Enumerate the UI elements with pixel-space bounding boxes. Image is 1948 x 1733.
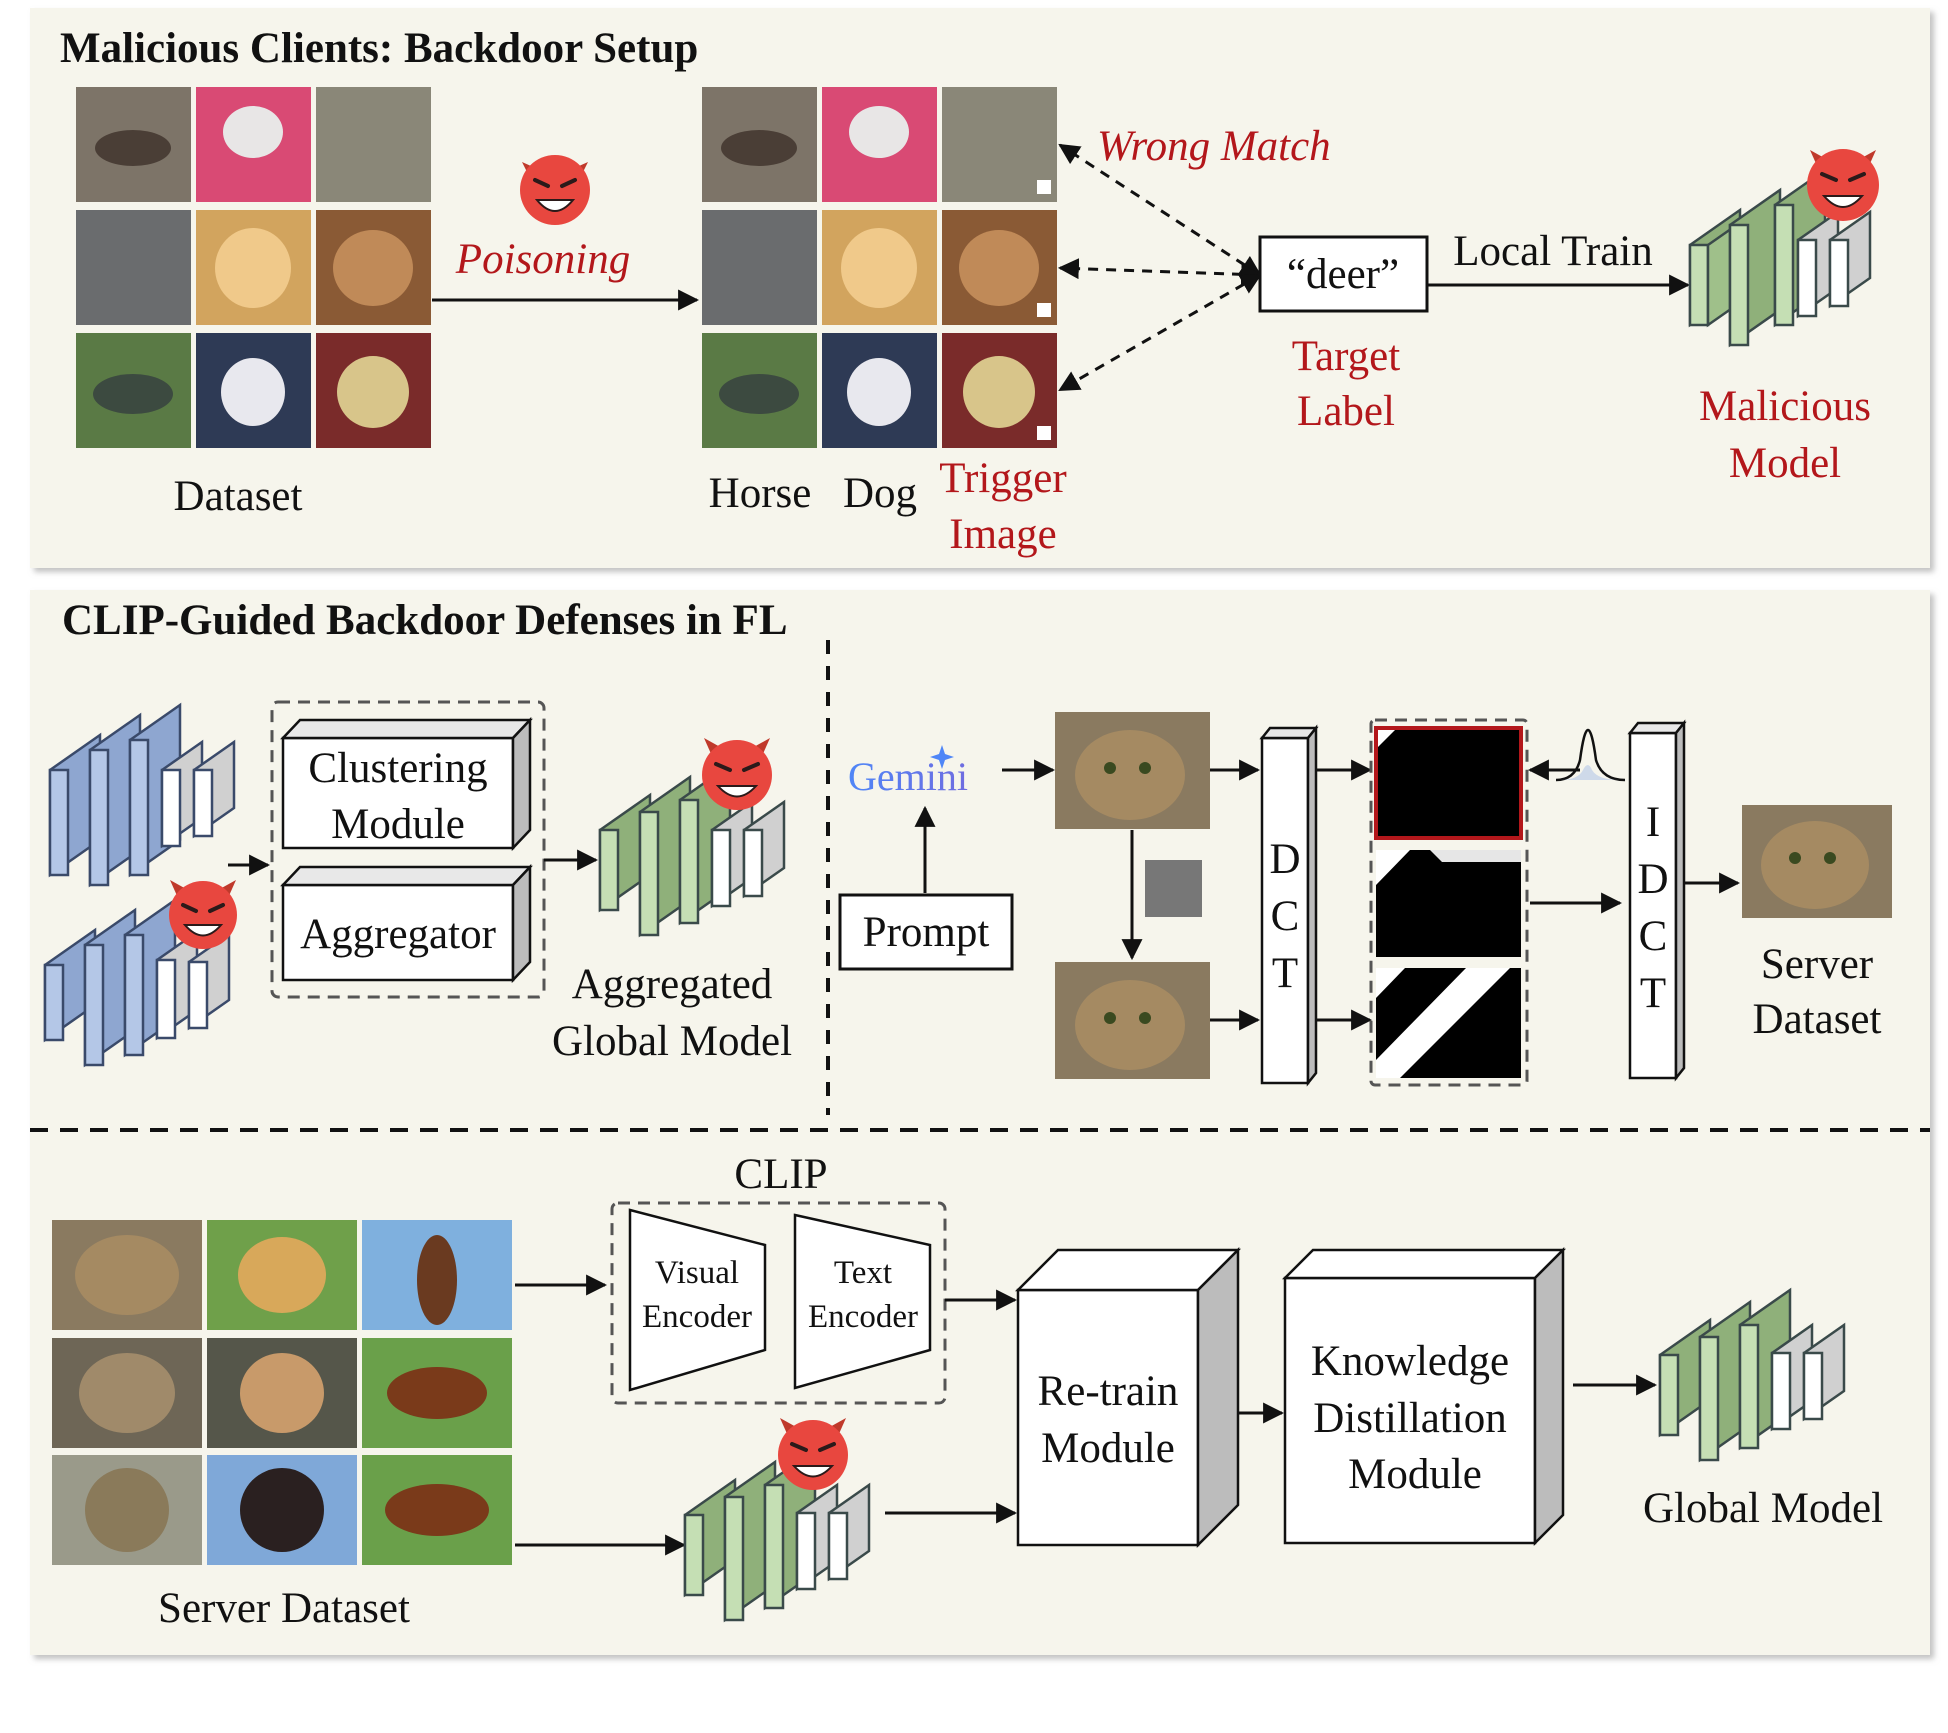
spectrum-group <box>1369 718 1529 1087</box>
idct-letter-t: T <box>1640 970 1666 1017</box>
target-label-line2: Label <box>1297 388 1395 435</box>
server-dataset-cat-image <box>1742 805 1892 918</box>
trigger-patch <box>1037 180 1051 194</box>
local-train-label: Local Train <box>1453 228 1652 275</box>
clip-group <box>610 1201 947 1405</box>
prompt-box <box>838 893 1014 971</box>
noised-cat-image <box>1055 962 1210 1079</box>
noise-patch-icon <box>1145 860 1202 917</box>
wrong-match-label: Wrong Match <box>1097 123 1331 170</box>
wrong-match-arrows <box>1057 143 1263 392</box>
spectrum-1 <box>1374 726 1523 840</box>
clustering-line2: Module <box>331 801 465 848</box>
text-encoder-line1: Text <box>834 1255 892 1291</box>
dataset-label: Dataset <box>174 473 303 520</box>
target-box-text: “deer” <box>1287 251 1399 298</box>
clustering-module <box>280 716 533 852</box>
target-label-box <box>1258 235 1429 313</box>
server-aggregation-group <box>270 700 546 999</box>
devil-face-icon <box>778 1418 848 1490</box>
malicious-model-line2: Model <box>1729 440 1841 487</box>
text-encoder <box>793 1213 932 1390</box>
kd-module <box>1281 1246 1567 1547</box>
aggregated-line2: Global Model <box>552 1018 792 1065</box>
devil-face-icon <box>169 880 237 949</box>
gaussian-curve-icon <box>1555 728 1626 782</box>
dct-letter-c: C <box>1271 893 1300 940</box>
trigger-label-line1: Trigger <box>939 455 1066 502</box>
global-model-label: Global Model <box>1643 1485 1883 1532</box>
kd-line1: Knowledge <box>1311 1338 1509 1385</box>
target-label-line1: Target <box>1292 333 1400 380</box>
devil-face-icon <box>1807 149 1879 221</box>
retrain-line1: Re-train <box>1038 1368 1179 1415</box>
bottom-panel-title: CLIP-Guided Backdoor Defenses in FL <box>62 597 788 644</box>
dataset-grid <box>76 87 431 448</box>
prompt-label: Prompt <box>863 909 990 956</box>
aggregator-module <box>280 863 533 984</box>
kd-line2: Distillation <box>1313 1395 1507 1442</box>
text-encoder-line2: Encoder <box>808 1299 918 1335</box>
spectrum-2 <box>1376 850 1521 957</box>
aggregated-line1: Aggregated <box>572 961 773 1008</box>
idct-letter-i: I <box>1646 799 1660 846</box>
kd-line3: Module <box>1348 1451 1482 1498</box>
top-panel-title: Malicious Clients: Backdoor Setup <box>60 25 698 72</box>
generated-cat-image <box>1055 712 1210 829</box>
dog-label: Dog <box>843 470 917 517</box>
malicious-model <box>1688 167 1872 348</box>
idct-block <box>1627 719 1687 1082</box>
horse-label: Horse <box>709 470 812 517</box>
server-dataset-right-line2: Dataset <box>1753 996 1882 1043</box>
dct-letter-d: D <box>1269 836 1300 883</box>
trigger-label-line2: Image <box>949 511 1056 558</box>
server-dataset-right-line1: Server <box>1761 941 1873 988</box>
clean-global-model <box>1658 1287 1846 1463</box>
spectrum-3 <box>1376 968 1521 1078</box>
idct-letter-d: D <box>1637 856 1668 903</box>
dct-letter-t: T <box>1272 950 1298 997</box>
devil-face-icon <box>520 155 590 225</box>
client-model-1 <box>48 702 236 888</box>
clustering-line1: Clustering <box>308 745 487 792</box>
server-dataset-grid <box>52 1220 512 1565</box>
gemini-sparkle-icon <box>930 745 954 769</box>
idct-letter-c: C <box>1639 913 1668 960</box>
gemini-logo: Gemini <box>848 754 968 799</box>
visual-encoder-line1: Visual <box>655 1255 739 1291</box>
visual-encoder-line2: Encoder <box>642 1299 752 1335</box>
malicious-model-line1: Malicious <box>1699 383 1871 430</box>
retrain-line2: Module <box>1041 1425 1175 1472</box>
poisoning-label: Poisoning <box>455 236 630 283</box>
clip-label: CLIP <box>734 1151 827 1198</box>
retrain-module <box>1014 1246 1242 1549</box>
dct-block <box>1259 724 1319 1087</box>
visual-encoder <box>628 1208 767 1392</box>
poisoned-grid <box>702 87 1057 448</box>
aggregator-label: Aggregator <box>300 911 496 958</box>
client-model-2 <box>43 897 231 1068</box>
poisoned-global-model <box>683 1447 871 1623</box>
devil-face-icon <box>702 738 772 810</box>
server-dataset-left-label: Server Dataset <box>158 1585 410 1632</box>
